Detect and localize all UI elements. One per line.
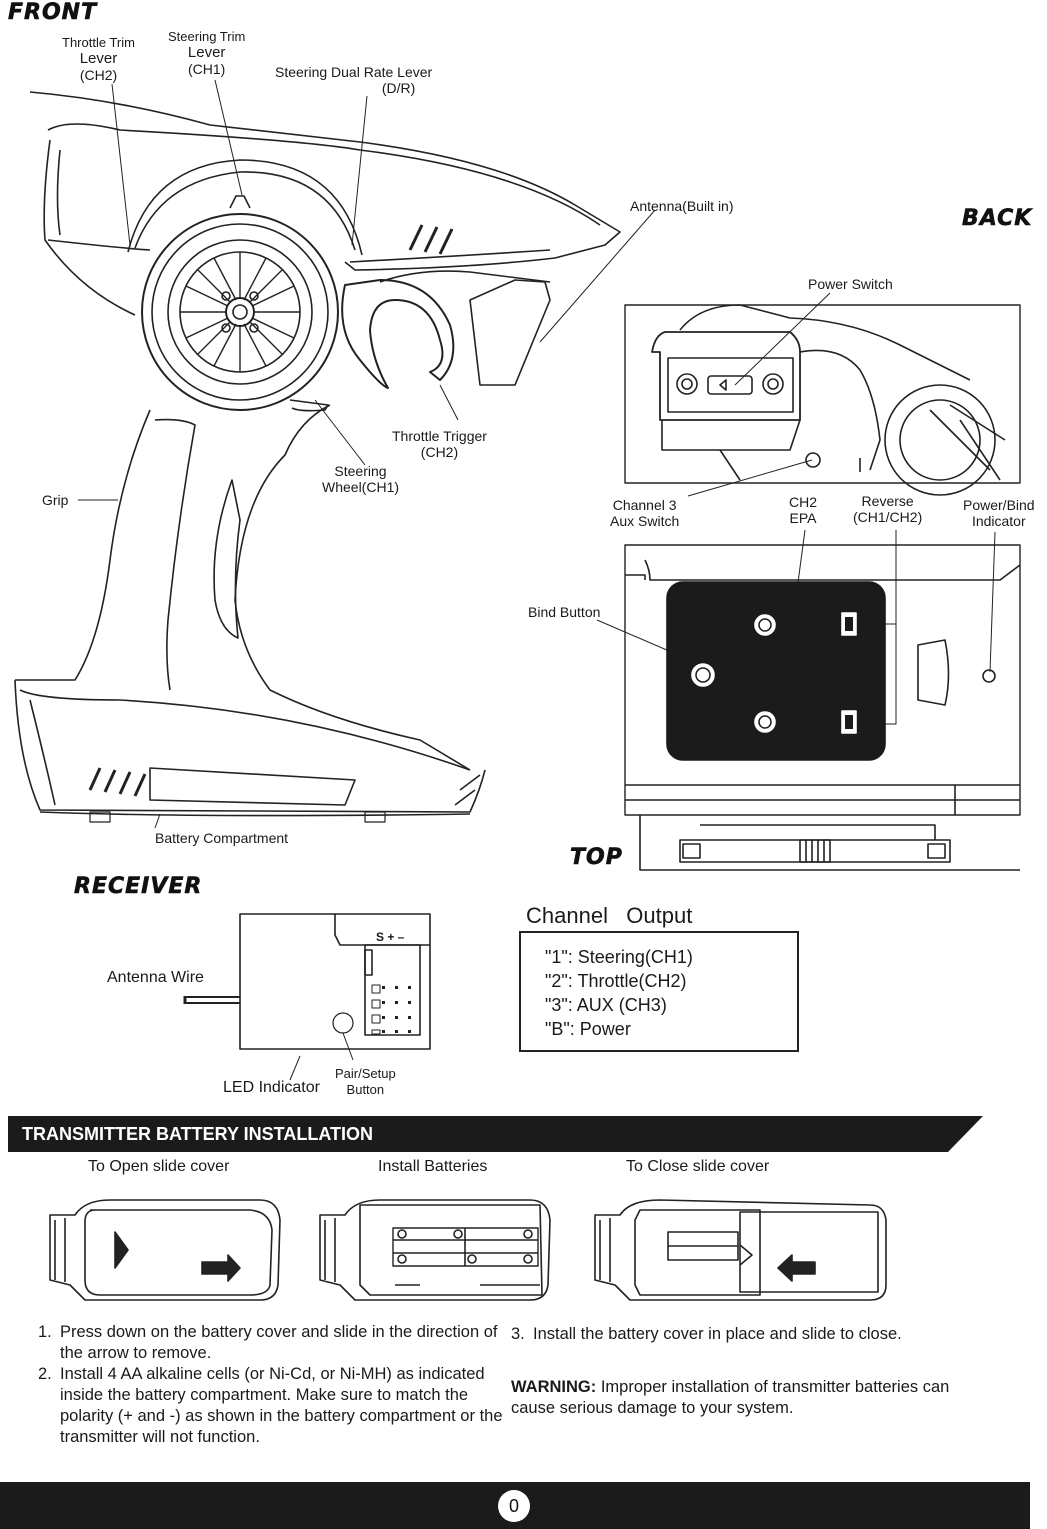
label-grip: Grip <box>42 492 69 508</box>
label-antenna: Antenna(Built in) <box>630 198 734 214</box>
heading-front: FRONT <box>8 0 98 25</box>
caption-install-batteries: Install Batteries <box>378 1158 488 1175</box>
battery-step-open <box>49 1199 281 1301</box>
warning-label: WARNING: <box>511 1378 597 1396</box>
transmitter-back-view <box>624 304 1021 496</box>
page-number: 0 <box>498 1490 530 1522</box>
battery-step-1: 1. Press down on the battery cover and s… <box>38 1323 498 1362</box>
label-steering-trim: Steering Trim Lever (CH1) <box>168 29 246 77</box>
receiver-polarity-label: S + – <box>376 930 405 944</box>
caption-close-cover: To Close slide cover <box>626 1158 770 1175</box>
heading-top: TOP <box>570 845 623 871</box>
channel-output-item: "1": Steering(CH1) <box>545 947 693 967</box>
label-channel3-aux: Channel 3 Aux Switch <box>610 497 680 529</box>
warning-text: Improper installation of transmitter bat… <box>511 1378 950 1417</box>
label-antenna-wire: Antenna Wire <box>107 969 204 986</box>
label-battery-compartment: Battery Compartment <box>155 830 289 846</box>
transmitter-side-view <box>14 91 621 823</box>
label-power-bind-indicator: Power/Bind Indicator <box>963 497 1035 529</box>
heading-receiver: RECEIVER <box>74 874 203 900</box>
front-leader-lines <box>78 79 656 829</box>
label-steering-dual-rate: Steering Dual Rate Lever (D/R) <box>275 64 433 96</box>
channel-output-item: "2": Throttle(CH2) <box>545 971 687 991</box>
battery-installation-banner: TRANSMITTER BATTERY INSTALLATION <box>22 1124 373 1144</box>
battery-warning: WARNING: Improper installation of transm… <box>511 1377 991 1419</box>
battery-banner-shape <box>8 1116 983 1152</box>
caption-open-cover: To Open slide cover <box>88 1158 230 1175</box>
receiver-drawing <box>183 913 431 1081</box>
label-reverse: Reverse (CH1/CH2) <box>853 493 923 525</box>
label-power-switch: Power Switch <box>808 276 893 292</box>
battery-steps-left: 1. Press down on the battery cover and s… <box>38 1322 508 1448</box>
battery-step-2: 2. Install 4 AA alkaline cells (or Ni-Cd… <box>38 1365 503 1446</box>
battery-step-install <box>319 1199 551 1301</box>
channel-output-box: "1": Steering(CH1) "2": Throttle(CH2) "3… <box>519 931 799 1052</box>
label-throttle-trim: Throttle Trim Lever (CH2) <box>62 35 135 83</box>
label-led-indicator: LED Indicator <box>223 1079 320 1096</box>
transmitter-top-view <box>624 544 1021 871</box>
label-bind-button: Bind Button <box>528 604 601 620</box>
channel-output-item: "B": Power <box>545 1019 631 1039</box>
label-steering-wheel: Steering Wheel(CH1) <box>322 463 400 495</box>
channel-output-title: Channel Output <box>526 903 693 928</box>
label-pair-setup-button: Pair/Setup Button <box>335 1066 396 1097</box>
heading-back: BACK <box>962 206 1033 232</box>
top-view-controls <box>691 612 857 734</box>
label-throttle-trigger: Throttle Trigger (CH2) <box>392 428 487 460</box>
channel-output-item: "3": AUX (CH3) <box>545 995 667 1015</box>
battery-step-3: 3. Install the battery cover in place an… <box>511 1325 902 1343</box>
battery-step-close <box>594 1199 887 1301</box>
label-ch2-epa: CH2 EPA <box>789 494 818 526</box>
